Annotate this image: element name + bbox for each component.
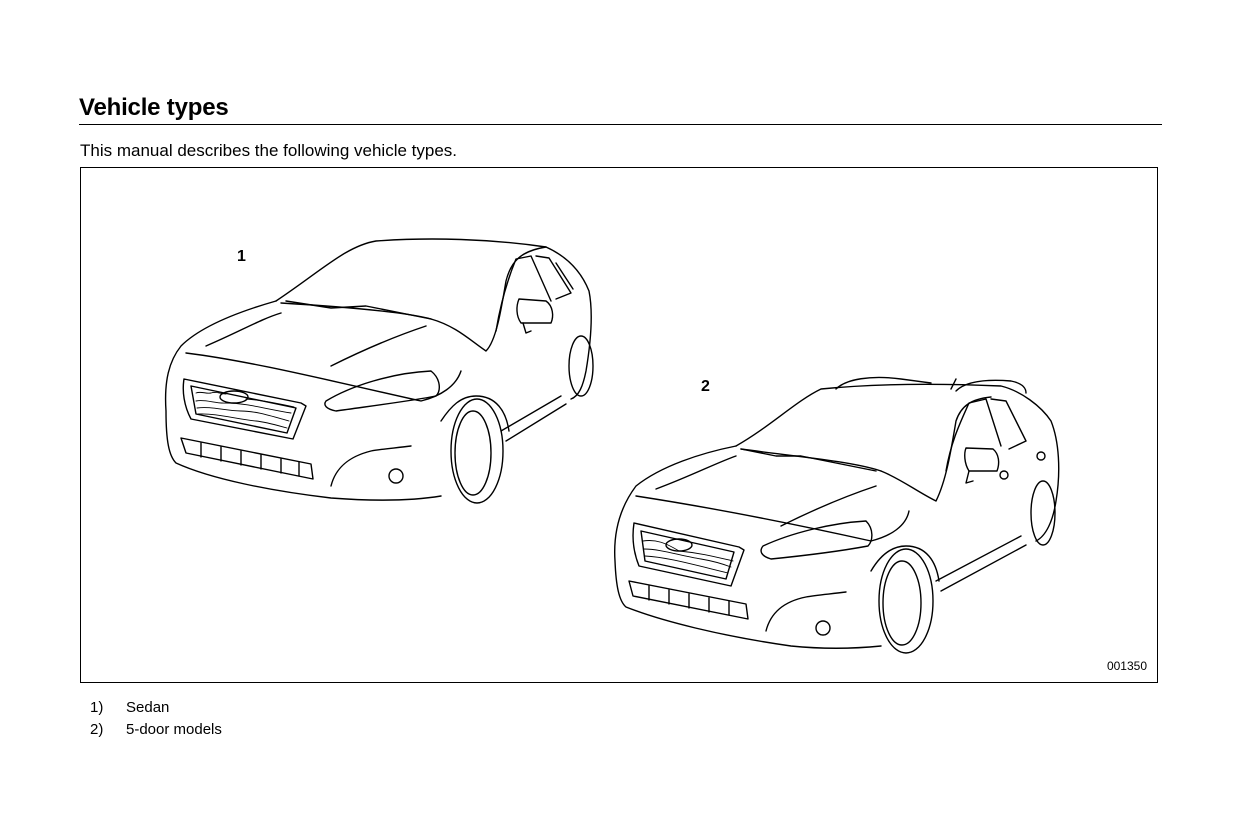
figure-legend: 1) Sedan 2) 5-door models — [90, 697, 222, 741]
legend-text: 5-door models — [126, 721, 222, 738]
page-title: Vehicle types — [79, 94, 229, 121]
legend-number: 1) — [90, 699, 104, 716]
callout-1: 1 — [237, 248, 246, 265]
legend-text: Sedan — [126, 699, 170, 716]
vehicle-types-figure: 1 2 001350 — [80, 167, 1158, 683]
callout-2: 2 — [701, 378, 710, 395]
five-door-illustration — [613, 376, 1060, 654]
intro-text: This manual describes the following vehi… — [80, 141, 458, 160]
sedan-illustration — [164, 238, 594, 504]
legend-item: 1) Sedan — [90, 697, 222, 719]
figure-id: 001350 — [1106, 659, 1147, 673]
legend-number: 2) — [90, 721, 104, 738]
title-divider — [79, 124, 1162, 125]
legend-item: 2) 5-door models — [90, 719, 222, 741]
